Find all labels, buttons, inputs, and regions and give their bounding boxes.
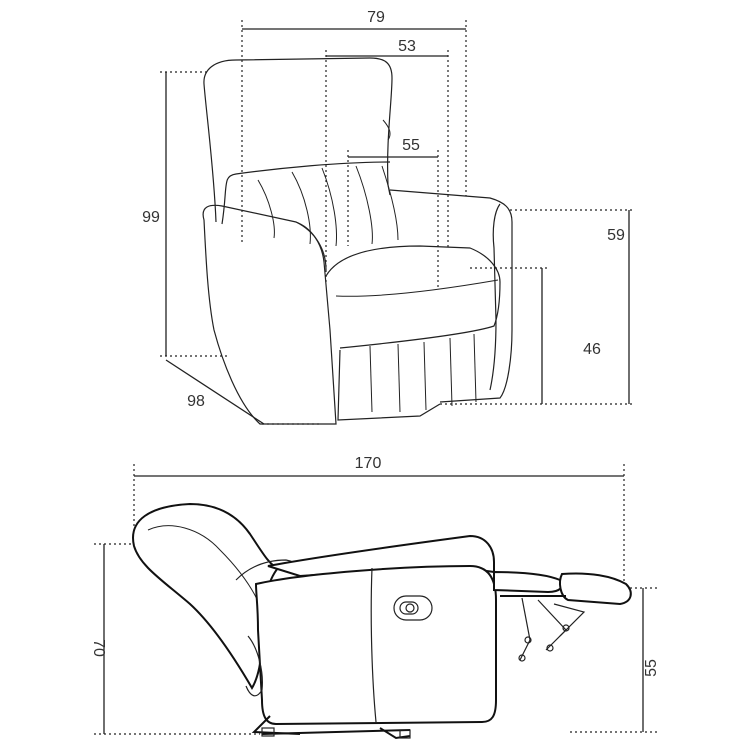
front-view-chair (202, 57, 513, 425)
label-seat-height: 46 (583, 341, 601, 358)
dim-front-width: 79 (241, 9, 467, 244)
label-reclined-height: 70 (90, 639, 107, 657)
dim-reclined-height: 70 (90, 543, 260, 735)
dim-total-height: 99 (142, 71, 228, 357)
dim-seat-height: 46 (470, 267, 601, 404)
dim-seat-width: 53 (325, 38, 449, 282)
reclined-view-chair (132, 502, 632, 740)
label-front-width: 79 (367, 9, 385, 26)
dim-depth: 98 (165, 359, 322, 425)
label-depth: 98 (187, 393, 205, 410)
dim-back-width: 55 (347, 137, 439, 290)
label-seat-width: 53 (398, 38, 416, 55)
dim-footrest-height: 55 (570, 587, 660, 733)
label-reclined-length: 170 (355, 455, 382, 472)
label-total-height: 99 (142, 209, 160, 226)
recline-lever-icon (393, 595, 433, 621)
dim-armrest-height: 59 (440, 209, 634, 405)
label-footrest-height: 55 (643, 659, 660, 677)
label-armrest-height: 59 (607, 227, 625, 244)
label-back-width: 55 (402, 137, 420, 154)
